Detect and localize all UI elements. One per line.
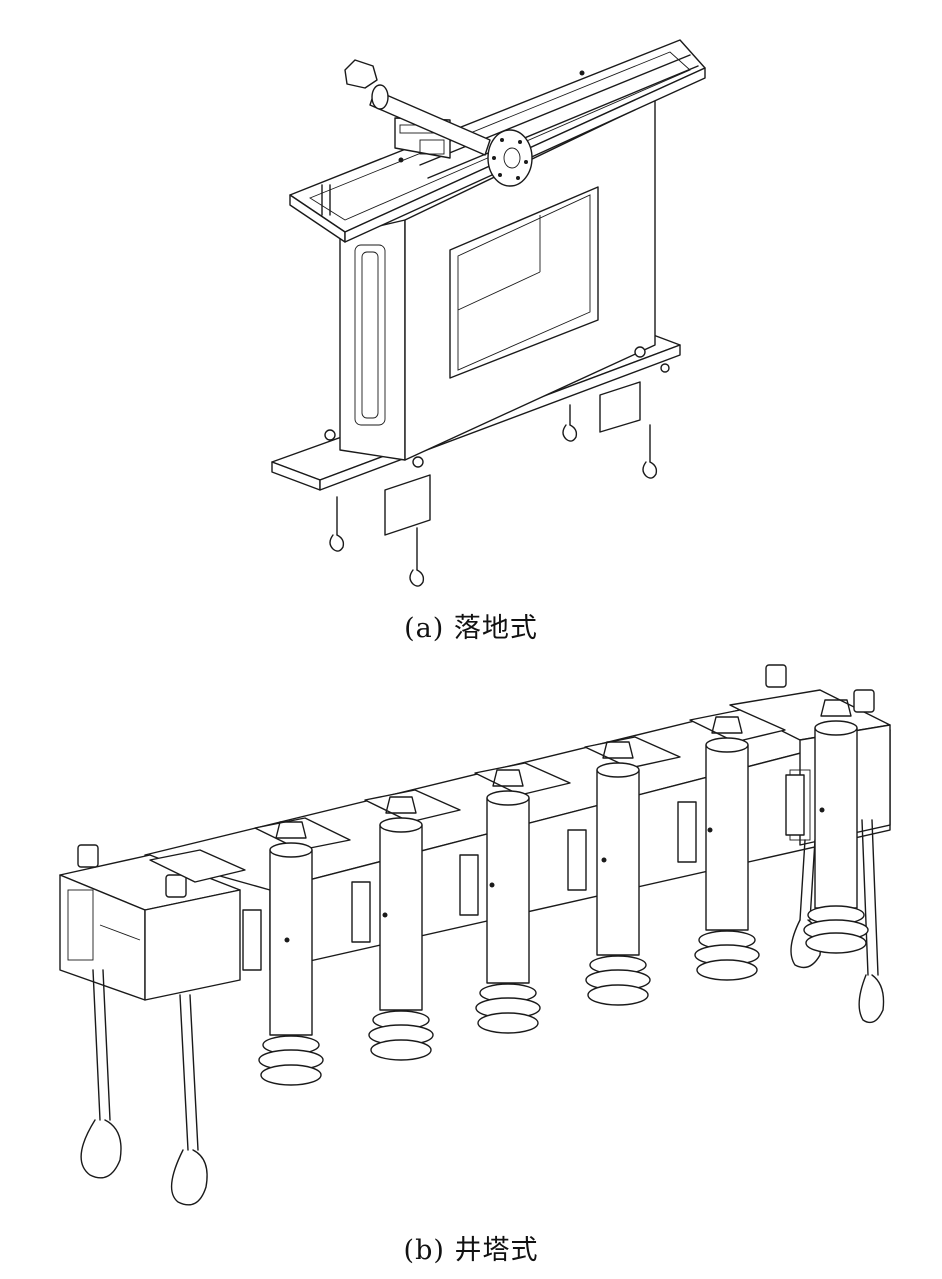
figure-b-caption: (b) 井塔式 <box>403 1235 539 1266</box>
hook-group <box>329 404 658 587</box>
end-box-left <box>59 854 241 1001</box>
base-bolts <box>324 346 670 468</box>
base-brackets <box>384 381 641 536</box>
cylinder-unit <box>475 769 541 1034</box>
shaft-tower-device-drawing <box>59 664 891 1206</box>
clamp-plates <box>242 774 805 971</box>
figure-a-caption: (a) 落地式 <box>404 613 538 644</box>
figure-a-drawing <box>0 0 942 600</box>
cylinder-unit <box>694 716 760 981</box>
hook-group <box>80 819 885 1206</box>
cylinder-unit <box>258 821 324 1086</box>
floor-mounted-device-drawing <box>271 39 706 587</box>
top-shaft-flange <box>344 59 533 187</box>
main-body <box>339 99 656 461</box>
cylinder-unit <box>803 699 869 954</box>
cylinder-unit <box>368 796 434 1061</box>
end-bolts <box>77 664 875 898</box>
figure-b-drawing <box>0 650 942 1220</box>
cylinder-unit <box>585 741 651 1006</box>
